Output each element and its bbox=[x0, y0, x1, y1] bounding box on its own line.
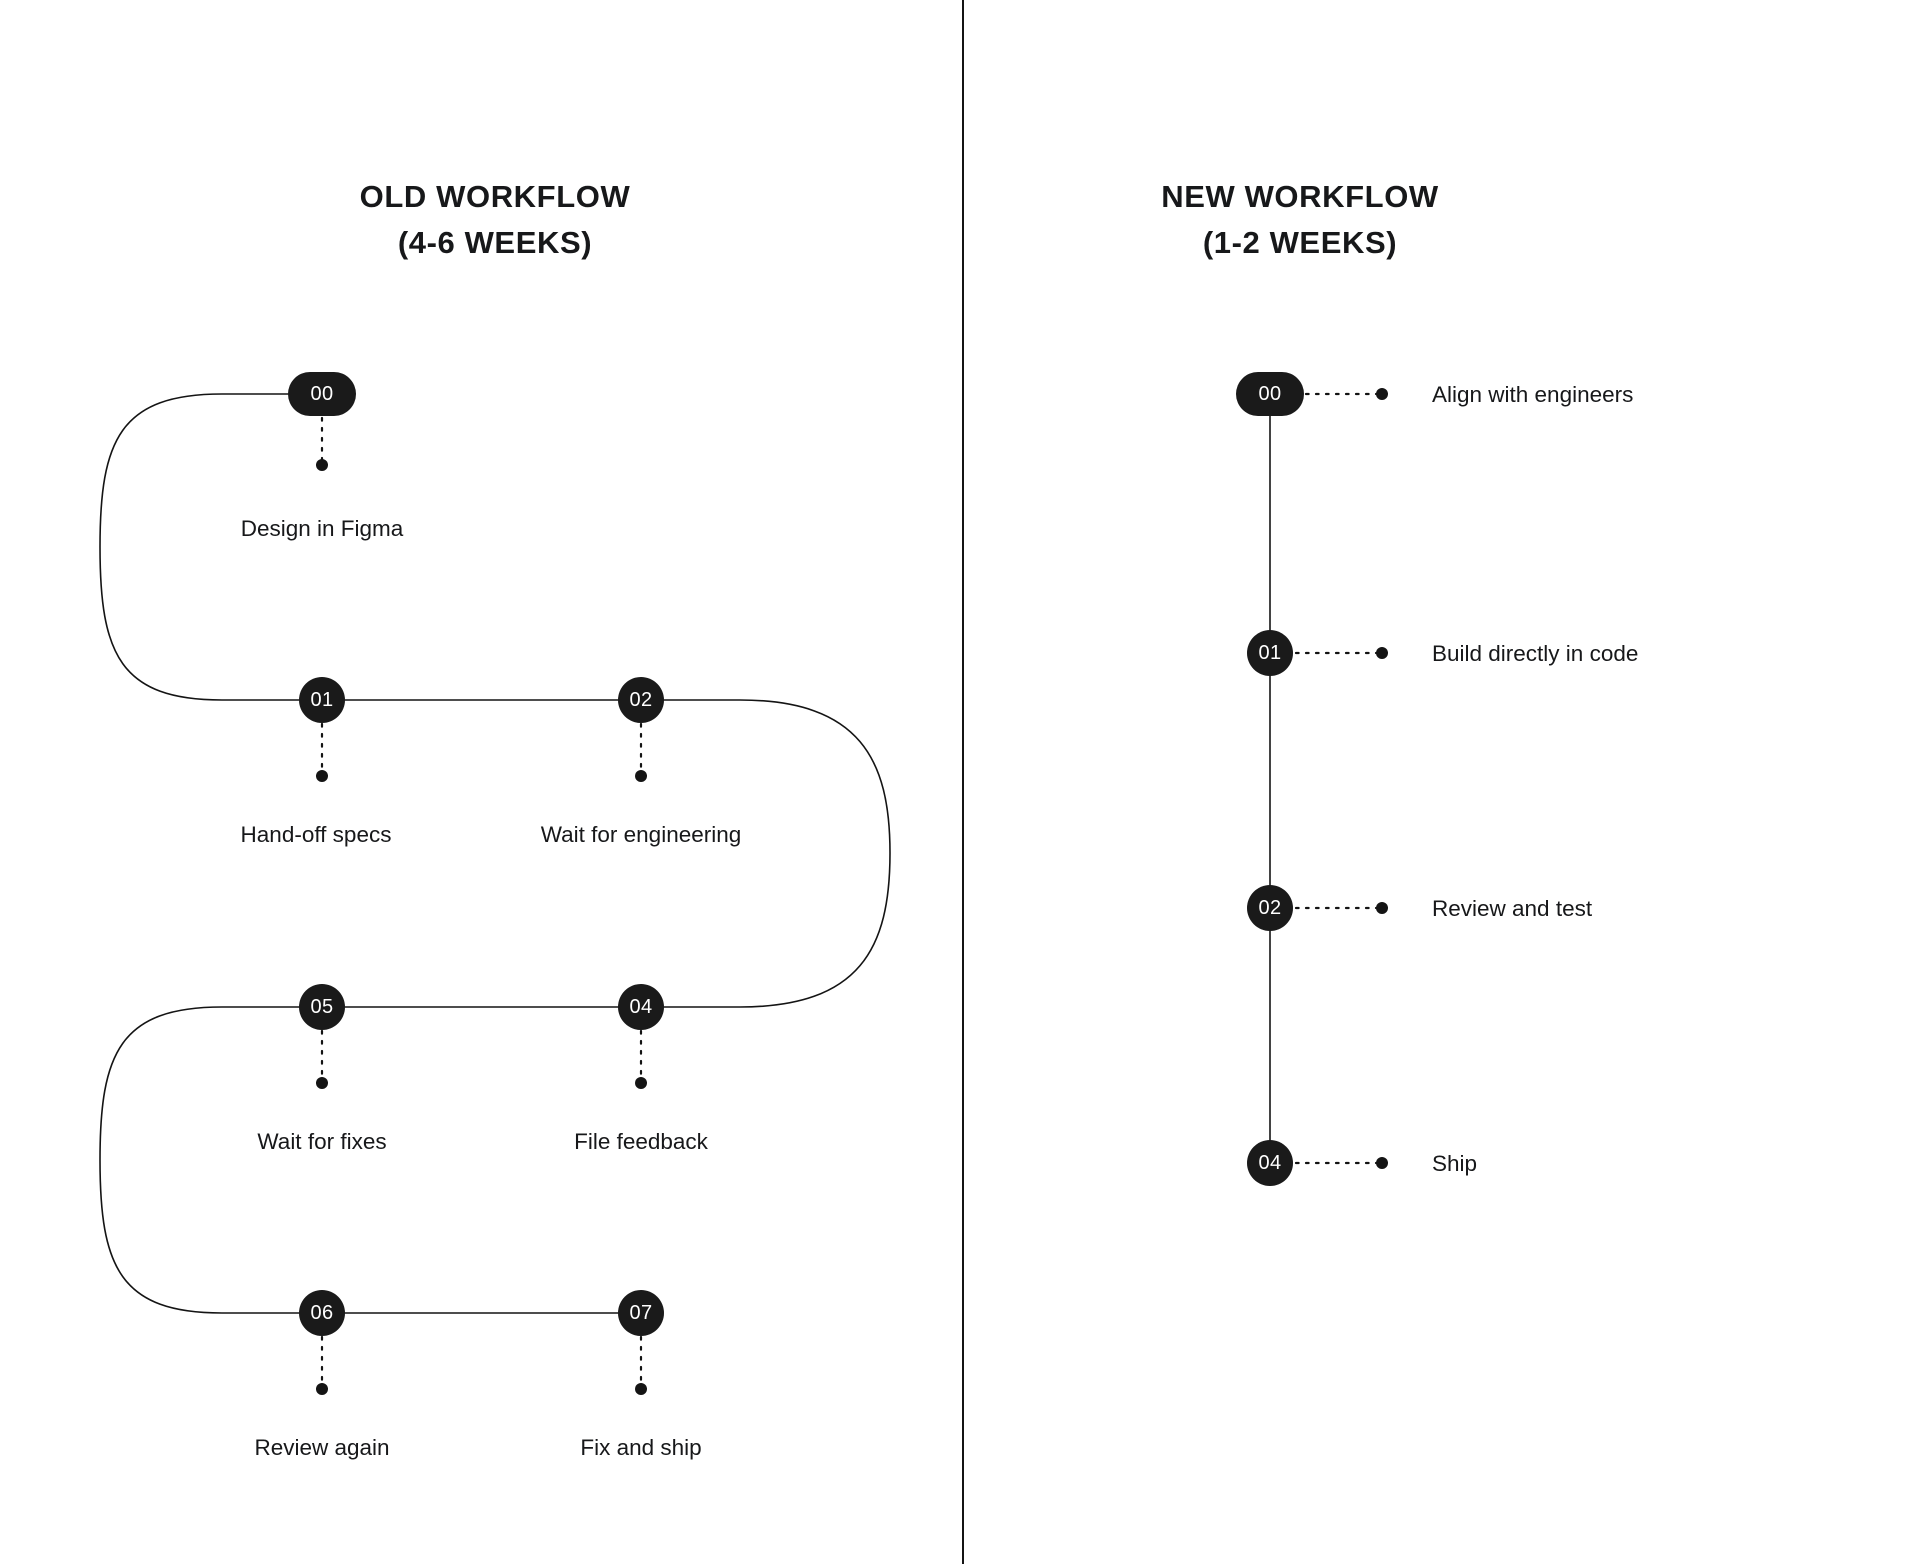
old-spur-dot-01 bbox=[316, 770, 328, 782]
old-step-node-06[interactable]: 06 bbox=[299, 1290, 345, 1336]
old-step-node-02[interactable]: 02 bbox=[618, 677, 664, 723]
old-spur-dot-05 bbox=[316, 1077, 328, 1089]
new-step-node-00[interactable]: 00 bbox=[1236, 372, 1304, 416]
new-step-label-01: Build directly in code bbox=[1432, 641, 1639, 666]
panel-divider bbox=[962, 0, 964, 1564]
new-workflow-title: NEW WORKFLOW bbox=[1161, 178, 1439, 214]
old-step-node-01[interactable]: 01 bbox=[299, 677, 345, 723]
old-step-label-00: Design in Figma bbox=[240, 516, 404, 541]
new-step-label-00: Align with engineers bbox=[1432, 382, 1634, 407]
old-spur-dot-06 bbox=[316, 1383, 328, 1395]
old-step-label-07: Fix and ship bbox=[580, 1435, 702, 1460]
new-step-node-04[interactable]: 04 bbox=[1247, 1140, 1293, 1186]
old-step-node-00[interactable]: 00 bbox=[288, 372, 356, 416]
new-step-node-02[interactable]: 02 bbox=[1247, 885, 1293, 931]
old-spur-dot-04 bbox=[635, 1077, 647, 1089]
new-step-label-02: Review and test bbox=[1432, 896, 1593, 921]
old-step-node-07[interactable]: 07 bbox=[618, 1290, 664, 1336]
new-step-label-04: Ship bbox=[1432, 1151, 1478, 1176]
old-step-label-02: Wait for engineering bbox=[540, 822, 742, 847]
old-track-path bbox=[99, 393, 891, 1314]
new-spur-dot-01 bbox=[1376, 647, 1388, 659]
old-spur-dot-02 bbox=[635, 770, 647, 782]
new-workflow-title-block: NEW WORKFLOW (1-2 WEEKS) bbox=[1005, 128, 1595, 312]
new-spur-dot-00 bbox=[1376, 388, 1388, 400]
old-step-label-06: Review again bbox=[254, 1435, 390, 1460]
old-step-label-01: Hand-off specs bbox=[240, 822, 392, 847]
old-step-label-05: Wait for fixes bbox=[257, 1129, 387, 1154]
old-workflow-title-block: OLD WORKFLOW (4-6 WEEKS) bbox=[200, 128, 790, 312]
new-workflow-subtitle: (1-2 WEEKS) bbox=[1202, 224, 1398, 260]
new-spur-dot-02 bbox=[1376, 902, 1388, 914]
new-step-node-01[interactable]: 01 bbox=[1247, 630, 1293, 676]
old-step-node-04[interactable]: 04 bbox=[618, 984, 664, 1030]
new-spur-dot-04 bbox=[1376, 1157, 1388, 1169]
old-step-node-05[interactable]: 05 bbox=[299, 984, 345, 1030]
old-workflow-title: OLD WORKFLOW bbox=[359, 178, 631, 214]
old-spur-dot-07 bbox=[635, 1383, 647, 1395]
old-step-label-04: File feedback bbox=[574, 1129, 708, 1154]
old-workflow-subtitle: (4-6 WEEKS) bbox=[397, 224, 593, 260]
old-spur-dot-00 bbox=[316, 459, 328, 471]
